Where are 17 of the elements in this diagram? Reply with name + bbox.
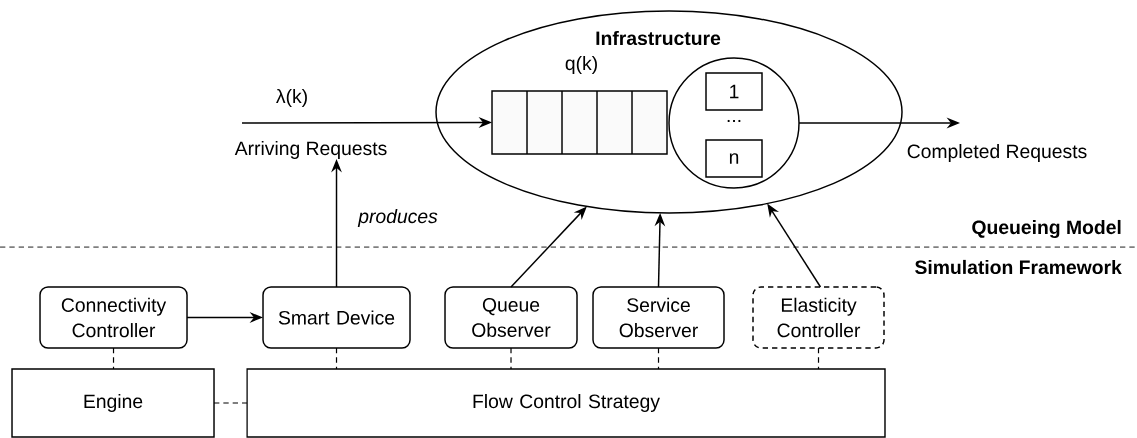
text-label: Completed Requests [907, 144, 1087, 162]
connector-line [213, 402, 248, 404]
queue-drawing: q(k) [491, 56, 668, 155]
edge-label: λ(k) [274, 87, 310, 109]
node-label: q(k) [565, 55, 597, 75]
text-label: Arriving Requests [234, 141, 387, 159]
component-box: Service Observer [592, 286, 725, 349]
component-box: Engine [11, 368, 215, 438]
component-box: Queue Observer [444, 286, 578, 349]
section-label: Simulation Framework [915, 259, 1122, 275]
component-box: Flow Control Strategy [246, 368, 886, 438]
section-label: Queueing Model [972, 219, 1121, 239]
component-box: Connectivity Controller [39, 286, 188, 349]
component-box: n [705, 139, 763, 178]
component-box: 1 [705, 72, 763, 111]
component-box: Smart Device [262, 286, 411, 349]
component-box: Elasticity Controller [752, 286, 885, 349]
